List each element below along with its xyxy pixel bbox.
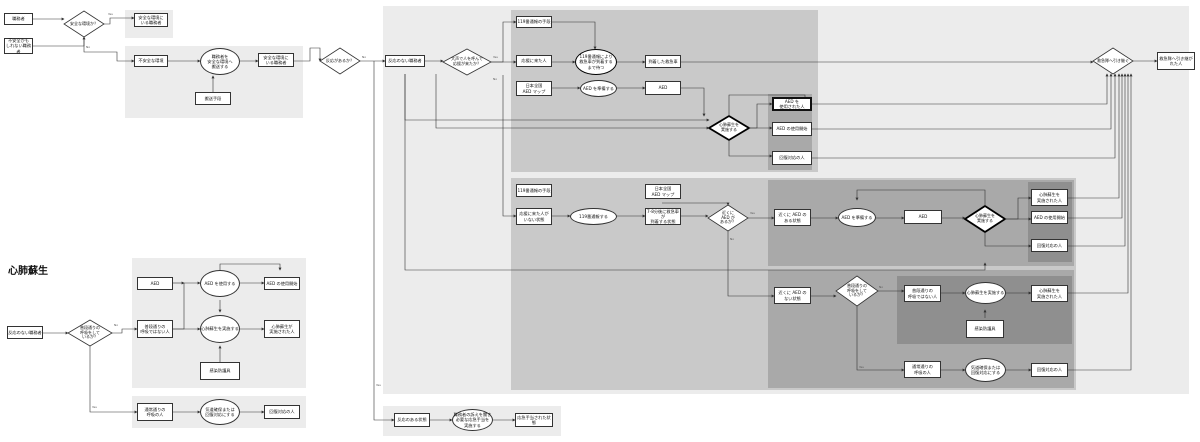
- node-aed-start-top: AED の使用開始: [772, 122, 812, 136]
- process-perform-cpr: 心肺蘇生を実施する: [965, 282, 1006, 304]
- svg-text:No: No: [86, 45, 90, 49]
- node-unsafe-environment: 不安全な環境: [134, 55, 168, 67]
- svg-text:No: No: [493, 77, 497, 81]
- node-aed-used-person-top: AED を 使用された人: [772, 97, 812, 111]
- node-responsive-state: 反応のある状態: [394, 413, 430, 427]
- process-prepare-aed-mid: AED を準備する: [838, 208, 876, 227]
- process-call-119: 119番通報する: [570, 208, 617, 225]
- cpr-process-airway: 気道確保または 回復対応にする: [200, 399, 240, 425]
- node-handed-over: 救急隊へ引き継がれた人: [1157, 52, 1195, 70]
- node-recovery-low: 回復対応の人: [1031, 363, 1068, 377]
- cpr-node-cpr-done: 心肺蘇生が 実施された人: [264, 320, 300, 338]
- process-first-aid: 職務者の訴えを聞き 必要な応急手当を 実施する: [452, 409, 493, 431]
- node-helper-arrived: 応援に来た人: [516, 55, 552, 67]
- cpr-node-recovery: 回復対応の人: [264, 405, 300, 419]
- node-aed-nearby: 近くに AED の ある状態: [774, 209, 811, 226]
- svg-text:Yes: Yes: [750, 211, 755, 215]
- svg-text:No: No: [362, 55, 366, 59]
- cpr-node-aed-start: AED の使用開始: [264, 277, 300, 290]
- process-airway-recovery: 気道確保または 回復対応にする: [965, 358, 1006, 382]
- node-arrived-ambulance: 到着した救急車: [645, 55, 681, 68]
- node-no-aed-nearby: 近くに AED の ない状態: [774, 287, 811, 304]
- svg-text:Yes: Yes: [92, 405, 97, 409]
- node-first-aid-done: 応急手当された状態: [515, 413, 553, 427]
- cpr-decision-breathing: 普段通りの 呼吸をして いるか？: [80, 324, 100, 340]
- decision-aed-nearby: 近くに AED が あるか？: [720, 209, 736, 225]
- node-aed-map-top: 日本全国 AED マップ: [516, 81, 552, 96]
- diamond-response: [319, 47, 361, 75]
- node-normal-breathing: 通常通りの 呼吸の人: [904, 361, 941, 378]
- cpr-node-unresponsive: 反応のない職務者: [7, 326, 43, 339]
- node-aed-top: AED: [645, 81, 681, 95]
- node-aed-start-mid: AED の使用開始: [1031, 211, 1068, 224]
- node-cpr-done-mid: 心肺蘇生を 実施された人: [1031, 189, 1068, 206]
- svg-text:No: No: [879, 285, 883, 289]
- node-worker-in-safe-env: 安全な環境に いる職務者: [258, 53, 294, 67]
- node-no-helper: 応援に来た人が いない状態: [516, 208, 552, 225]
- diamond-handover: [1092, 47, 1134, 75]
- node-abnormal-breathing: 普段通りの 呼吸ではない人: [904, 285, 941, 302]
- node-119-means-mid: 119番通報の手段: [516, 184, 552, 197]
- decision-help-arrived: 大声で人を呼んで 応援が来たか？: [451, 56, 483, 66]
- node-transport-means: 搬送手段: [195, 92, 231, 105]
- svg-text:Yes: Yes: [376, 383, 381, 387]
- diamond-call: [442, 48, 492, 76]
- svg-text:Yes: Yes: [493, 55, 498, 59]
- node-unresponsive-worker: 反応のない職務者: [385, 55, 425, 67]
- node-worker-in-safe-env-top: 安全な環境に いる職務者: [134, 13, 168, 27]
- svg-text:Yes: Yes: [859, 365, 864, 369]
- cpr-node-normal-breathing: 通常通りの 呼吸の人: [137, 403, 173, 421]
- node-aed-mid: AED: [904, 210, 942, 224]
- decision-normal-breathing: 普段通りの 呼吸をして いるか？: [847, 282, 867, 298]
- decision-handover-ems: 救急隊へ引き継ぐ: [1097, 57, 1129, 63]
- section-title-cpr: 心肺蘇生: [8, 266, 48, 277]
- decision-cpr-top: 心肺蘇生を 実施する: [719, 122, 739, 132]
- node-recovery-top: 回復対応の人: [772, 151, 812, 165]
- cpr-process-perform: 心肺蘇生を実施する: [200, 315, 240, 343]
- svg-text:Yes: Yes: [108, 12, 113, 16]
- svg-text:No: No: [730, 237, 734, 241]
- node-119-means-top: 119番通報の手段: [516, 16, 552, 28]
- node-worker: 職務者: [4, 13, 33, 25]
- decision-safe-environment: 安全な環境か？: [70, 20, 98, 26]
- cpr-node-abnormal-breathing: 普段通りの 呼吸ではない人: [137, 320, 173, 338]
- node-cpr-done-low: 心肺蘇生を 実施された人: [1031, 285, 1068, 302]
- node-maybe-unsafe-worker: 不安全かも しれない職務者: [4, 38, 33, 54]
- node-protective-gear: 感染防護具: [966, 320, 1004, 338]
- process-prepare-aed-top: AED を準備する: [580, 80, 617, 97]
- node-recovery-mid: 回復対応の人: [1031, 239, 1068, 252]
- cpr-node-aed: AED: [137, 277, 173, 290]
- process-move-to-safety: 職務者を 安全な環境へ 搬送する: [200, 48, 240, 75]
- node-ambulance-eta: 7-8分後に救急車が 到着する状態: [645, 208, 681, 225]
- decision-has-response: 反応があるか？: [326, 57, 354, 63]
- cpr-node-protective-gear: 感染防護具: [200, 362, 240, 380]
- decision-cpr-mid: 心肺蘇生を 実施する: [975, 213, 995, 223]
- node-aed-map-mid: 日本全国 AED マップ: [645, 184, 681, 199]
- process-119-wait: 119番通報により 救急車が到着する まで待つ: [575, 49, 617, 75]
- cpr-process-use-aed: AED を使用する: [200, 270, 240, 297]
- svg-text:No: No: [114, 323, 118, 327]
